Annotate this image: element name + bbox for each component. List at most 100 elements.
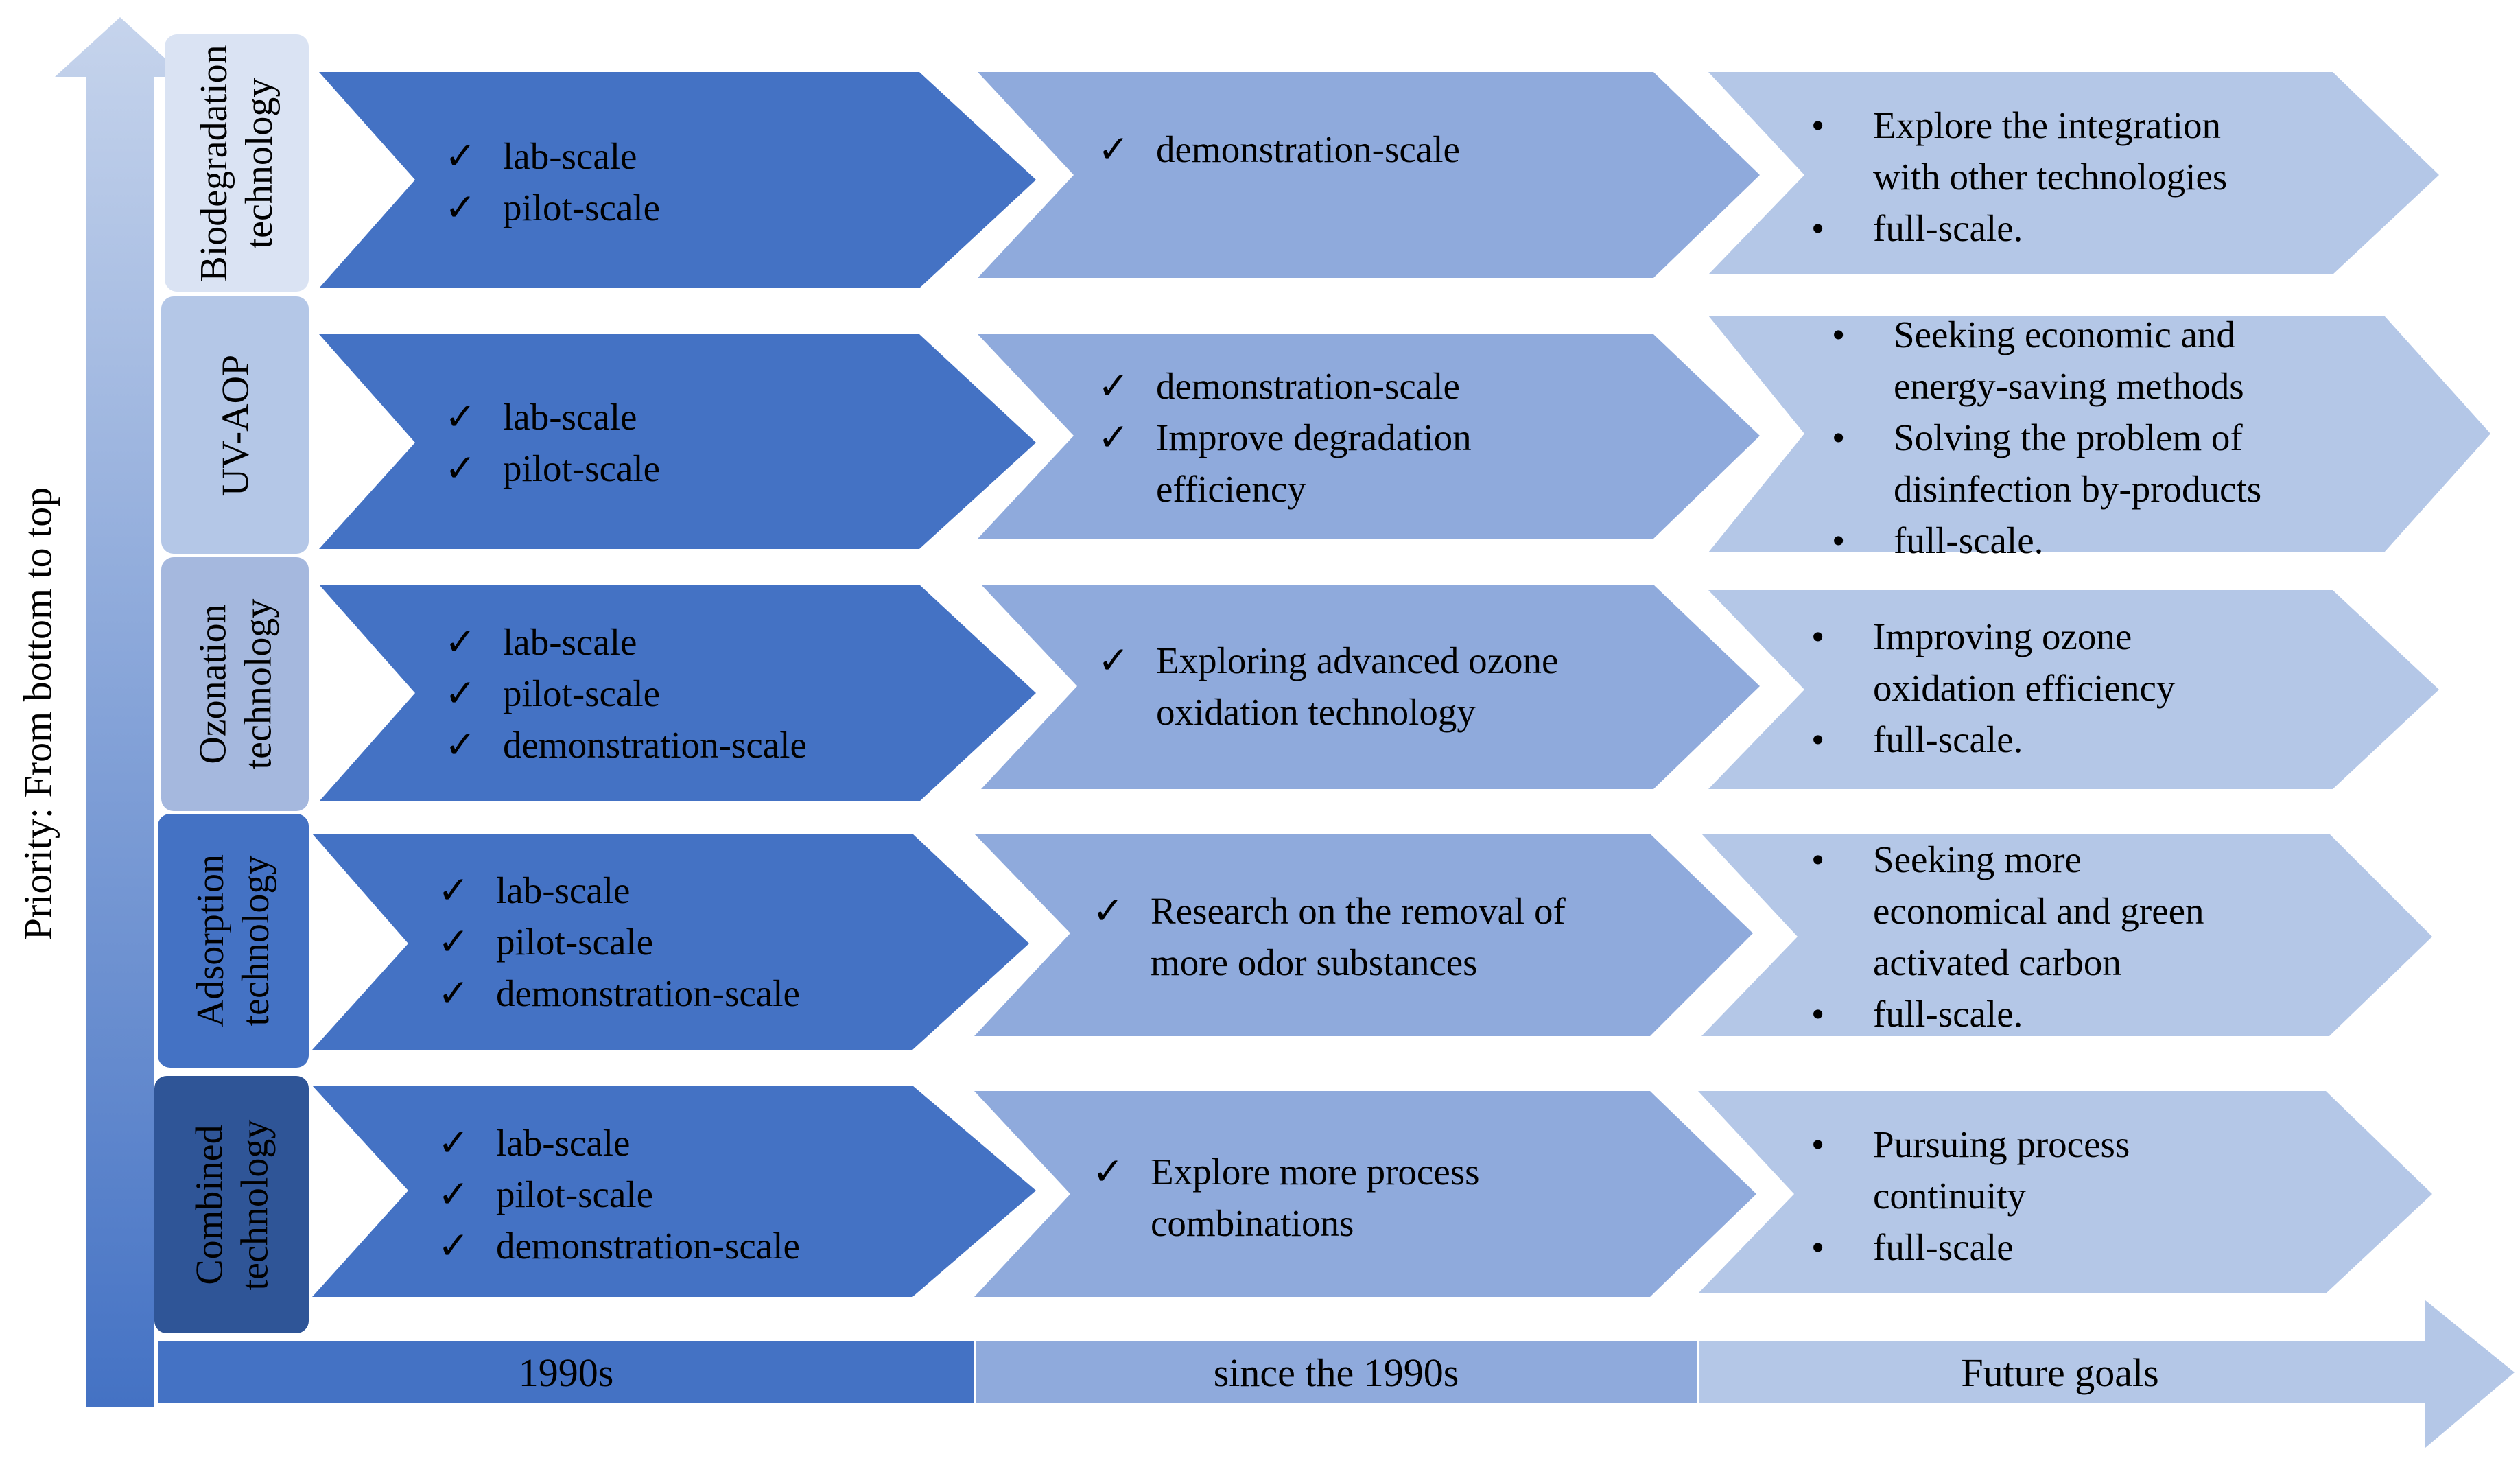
text-value: Exploring advanced ozone — [1156, 640, 1559, 681]
text-line: • full-scale. — [1811, 202, 2227, 254]
text-line: energy-saving methods — [1832, 360, 2261, 412]
row-label-line: Ozonation — [191, 604, 234, 764]
label-box-row-2 — [161, 296, 309, 554]
text-value: lab-scale — [503, 396, 637, 438]
label-box-row-5 — [154, 1076, 309, 1333]
timeline-segment-1990s — [158, 1341, 974, 1403]
text-line: •Pursuing process — [1811, 1118, 2130, 1170]
text-value: full-scale. — [1873, 718, 2023, 760]
bullet-icon: • — [1811, 1226, 1825, 1268]
chevron-stage3-row-2 — [1708, 316, 2490, 552]
stage1-text-row-4: ✓lab-scale ✓ pilot-scale ✓ demonstration-sca… — [438, 865, 800, 1019]
bullet-icon: • — [1811, 616, 1825, 657]
bullet-icon: • — [1811, 993, 1825, 1035]
checkmark-icon: ✓ — [1092, 1151, 1124, 1193]
text-line: oxidation technology — [1098, 686, 1558, 738]
chevron-stage1-row-4 — [312, 834, 1029, 1050]
text-value: full-scale. — [1873, 207, 2023, 249]
text-value: demonstration-scale — [1156, 365, 1460, 407]
checkmark-icon: ✓ — [1098, 128, 1130, 170]
text-line: •Explore the integration — [1811, 99, 2227, 151]
text-line: •full-scale — [1811, 1221, 2130, 1273]
timeline-segment-since-1990s — [974, 1341, 1698, 1403]
text-value: demonstration-scale — [1156, 128, 1460, 170]
text-line: with other technologies — [1811, 151, 2227, 202]
text-line: economical and green — [1811, 885, 2204, 937]
checkmark-icon: ✓ — [438, 1122, 470, 1164]
timeline-separator — [1697, 1341, 1699, 1403]
text-value: Pursuing process — [1873, 1123, 2130, 1165]
bullet-icon: • — [1811, 839, 1825, 880]
text-line: efficiency — [1098, 463, 1472, 515]
text-line: •Improving ozone — [1811, 611, 2175, 662]
text-line: ✓pilot-scale — [445, 443, 660, 494]
chevron-stage2-row-5 — [974, 1091, 1756, 1297]
text-value: full-scale. — [1894, 519, 2044, 561]
stage-chevrons — [312, 72, 2490, 1297]
checkmark-icon: ✓ — [445, 187, 477, 228]
text-value: economical and green — [1873, 890, 2204, 932]
checkmark-icon: ✓ — [445, 724, 477, 766]
row-label-line: UV-AOP — [213, 354, 257, 496]
phase-label-future-goals: Future goals — [1961, 1350, 2159, 1395]
text-value: oxidation efficiency — [1873, 667, 2176, 709]
text-value: demonstration-scale — [503, 724, 807, 766]
text-line: ✓Improve degradation — [1098, 412, 1472, 463]
text-value: demonstration-scale — [496, 1225, 800, 1267]
timeline-segment-future — [1698, 1341, 2425, 1403]
text-line: ✓lab-scale — [445, 130, 660, 182]
text-value: more odor substances — [1151, 941, 1478, 983]
label-box-row-1 — [165, 34, 309, 292]
row-label-2: UV-AOP — [165, 300, 305, 550]
checkmark-icon: ✓ — [445, 672, 477, 714]
priority-axis-arrow — [55, 17, 185, 1407]
checkmark-icon: ✓ — [438, 1173, 470, 1215]
text-line: oxidation efficiency — [1811, 662, 2175, 714]
timeline-axis-arrow — [158, 1300, 2515, 1448]
timeline-separator — [974, 1341, 976, 1403]
bullet-icon: • — [1832, 417, 1846, 458]
text-value: demonstration-scale — [496, 972, 800, 1014]
text-line: ✓ demonstration-scale — [1098, 360, 1472, 412]
text-value: pilot-scale — [496, 921, 654, 963]
row-label-line: technology — [236, 598, 279, 770]
stage1-text-row-5: ✓lab-scale✓pilot-scale✓demonstration-sca… — [438, 1117, 800, 1271]
checkmark-icon: ✓ — [1098, 640, 1130, 681]
text-line: •Seeking economic and — [1832, 309, 2261, 360]
text-line: ✓ demonstration-scale — [438, 1220, 800, 1271]
checkmark-icon: ✓ — [438, 1225, 470, 1267]
text-line: ✓ demonstration-scale — [1098, 124, 1460, 175]
text-value: lab-scale — [503, 621, 637, 663]
checkmark-icon: ✓ — [1098, 365, 1130, 407]
stage1-text-row-1: ✓lab-scale✓pilot-scale — [445, 130, 660, 233]
text-line: ✓lab-scale — [438, 865, 800, 916]
row-label-line: technology — [238, 78, 281, 248]
chevron-stage2-row-1 — [978, 72, 1760, 278]
row-label-line: Combined — [187, 1124, 231, 1285]
text-value: lab-scale — [496, 1122, 631, 1164]
chevron-stage2-row-3 — [981, 585, 1760, 789]
text-line: ✓ Exploring advanced ozone — [1098, 635, 1558, 686]
label-box-row-3 — [161, 557, 309, 811]
text-line: •full-scale. — [1811, 988, 2204, 1040]
text-value: pilot-scale — [503, 447, 661, 489]
text-line: ✓Research on the removal of — [1092, 885, 1566, 937]
chevron-stage3-row-1 — [1708, 72, 2439, 274]
checkmark-icon: ✓ — [438, 972, 470, 1014]
text-value: energy-saving methods — [1894, 365, 2244, 407]
phase-label-1990s: 1990s — [518, 1350, 614, 1395]
text-value: lab-scale — [503, 135, 637, 177]
bullet-icon: • — [1832, 519, 1846, 561]
text-line: ✓ demonstration-scale — [438, 968, 800, 1019]
text-value: activated carbon — [1873, 941, 2121, 983]
text-value: continuity — [1873, 1175, 2027, 1217]
stage3-text-row-2: •Seeking economic and energy-saving metho… — [1832, 309, 2261, 566]
bullet-icon: • — [1811, 207, 1825, 249]
